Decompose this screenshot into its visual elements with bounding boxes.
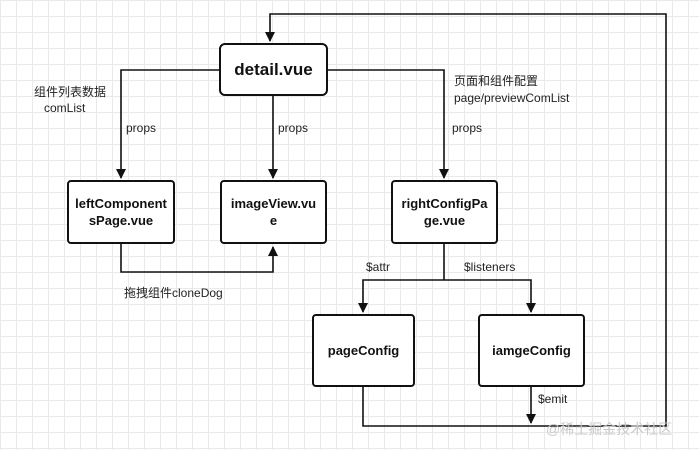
watermark: @稀土掘金技术社区 bbox=[546, 421, 673, 437]
label-props-left: props bbox=[126, 121, 157, 135]
node-detail-vue-label: detail.vue bbox=[234, 60, 313, 79]
label-attr: $attr bbox=[366, 260, 391, 274]
label-emit: $emit bbox=[538, 392, 568, 406]
node-page-config-label: pageConfig bbox=[327, 343, 400, 358]
node-right-config-page[interactable]: rightConfigPage.vue bbox=[391, 180, 498, 244]
label-comlist: comList bbox=[44, 101, 86, 115]
label-listeners: $listeners bbox=[464, 260, 516, 274]
node-image-config[interactable]: iamgeConfig bbox=[478, 314, 585, 387]
label-page-list: page/previewComList bbox=[454, 91, 570, 105]
node-image-view[interactable]: imageView.vue bbox=[220, 180, 327, 244]
edge-detail-to-right bbox=[328, 69, 449, 179]
node-detail-vue[interactable]: detail.vue bbox=[219, 43, 328, 96]
edge-emit-back-to-detail bbox=[265, 13, 667, 427]
label-drag: 拖拽组件cloneDog bbox=[124, 286, 223, 300]
edge-right-to-imageconfig bbox=[444, 279, 536, 313]
edge-detail-to-left bbox=[116, 69, 219, 179]
node-left-components-page-label: leftComponentsPage.vue bbox=[75, 196, 167, 228]
node-image-view-label: imageView.vue bbox=[230, 196, 317, 228]
label-props-mid: props bbox=[278, 121, 309, 135]
label-comlist-cn: 组件列表数据 bbox=[34, 85, 107, 99]
edge-right-to-page bbox=[358, 279, 444, 313]
node-left-components-page[interactable]: leftComponentsPage.vue bbox=[67, 180, 175, 244]
label-page-cn: 页面和组件配置 bbox=[454, 74, 539, 88]
node-right-config-page-label: rightConfigPage.vue bbox=[401, 196, 488, 228]
node-page-config[interactable]: pageConfig bbox=[312, 314, 415, 387]
edge-left-to-image-drag bbox=[120, 244, 278, 273]
edge-page-to-emit-line bbox=[362, 387, 531, 427]
node-image-config-label: iamgeConfig bbox=[492, 343, 571, 358]
label-props-right: props bbox=[452, 121, 483, 135]
